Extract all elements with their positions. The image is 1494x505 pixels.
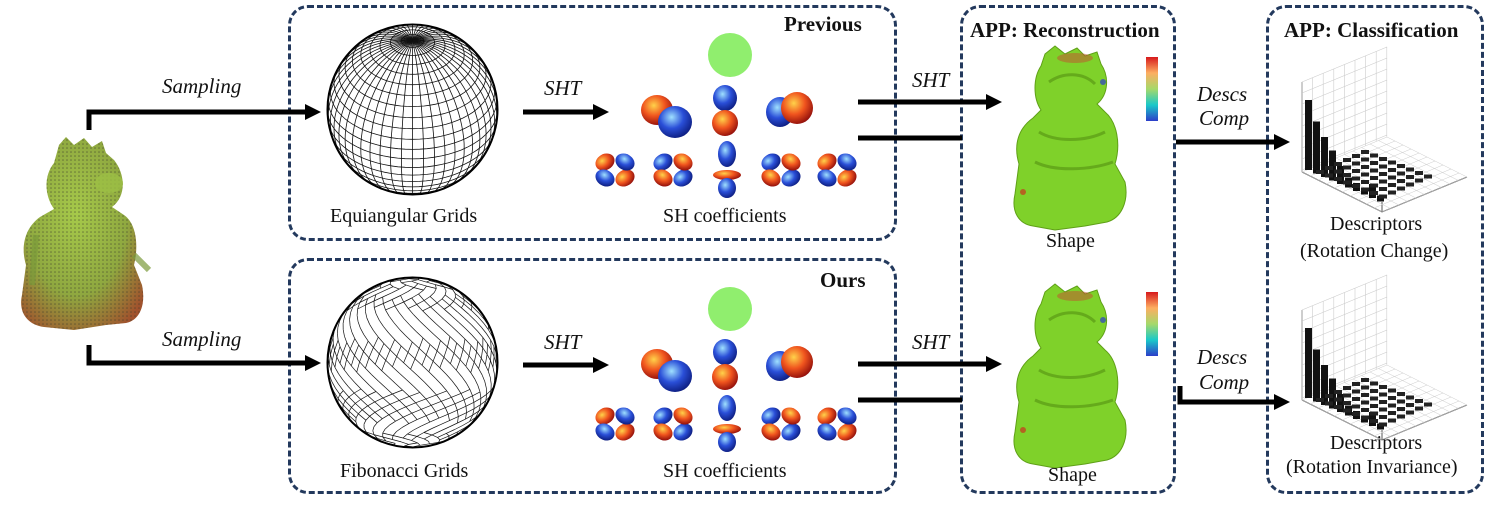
shape-label-top: Shape [1046,230,1095,252]
descs-label-bottom-1: Descs [1197,345,1248,369]
descriptor-label-top-1: Descriptors [1330,213,1423,235]
descs-label-top-2: Comp [1199,106,1250,130]
sht-label-bottom: SHT [544,330,582,354]
sampling-arrow-top [86,104,321,130]
reconstructed-shape-bottom-icon [1013,283,1127,469]
descriptor-label-top-2: (Rotation Change) [1300,240,1449,262]
sht-recon-label-top: SHT [912,68,950,92]
descriptor-label-bottom-1: Descriptors [1330,432,1423,454]
sht-arrow-bottom [523,357,609,373]
previous-title: Previous [784,12,862,36]
classification-panel [1266,5,1484,494]
reconstruction-panel [960,5,1176,494]
sh-coefficients-top-icon [595,33,857,198]
equiangular-sphere-icon [326,23,499,196]
sht-recon-label-bottom: SHT [912,330,950,354]
sh-label-top: SH coefficients [663,205,787,227]
sampling-label-bottom: Sampling [162,327,242,351]
descs-label-bottom-2: Comp [1199,370,1250,394]
sht-recon-arrows-top [858,94,1002,141]
fibonacci-label: Fibonacci Grids [340,460,469,482]
descriptor-plot-bottom-icon [1301,274,1468,441]
reconstructed-shape-top-icon [1013,45,1127,231]
sh-coefficients-bottom-icon [595,287,857,452]
ours-panel [288,258,897,494]
descriptor-plot-top-icon [1301,46,1468,213]
reconstruction-title: APP: Reconstruction [970,18,1160,42]
sht-label-top: SHT [544,76,582,100]
sampling-arrow-bottom [86,345,321,371]
shape-label-bottom: Shape [1048,464,1097,486]
colorbar-bottom-icon [1146,292,1158,356]
sh-label-bottom: SH coefficients [663,460,787,482]
previous-panel [288,5,897,241]
classification-title: APP: Classification [1284,18,1459,42]
sampling-label-top: Sampling [162,74,242,98]
equiangular-label: Equiangular Grids [330,205,478,227]
descriptor-label-bottom-2: (Rotation Invariance) [1286,456,1458,478]
descs-comp-arrow-top [1176,134,1290,150]
sht-arrow-top [523,104,609,120]
descs-label-top-1: Descs [1197,82,1248,106]
ours-title: Ours [820,268,866,292]
descs-comp-arrow-bottom [1177,386,1290,410]
colorbar-top-icon [1146,57,1158,121]
bear-model-icon [21,137,152,330]
sht-recon-arrows-bottom [858,356,1002,403]
fibonacci-sphere-icon [326,276,499,449]
